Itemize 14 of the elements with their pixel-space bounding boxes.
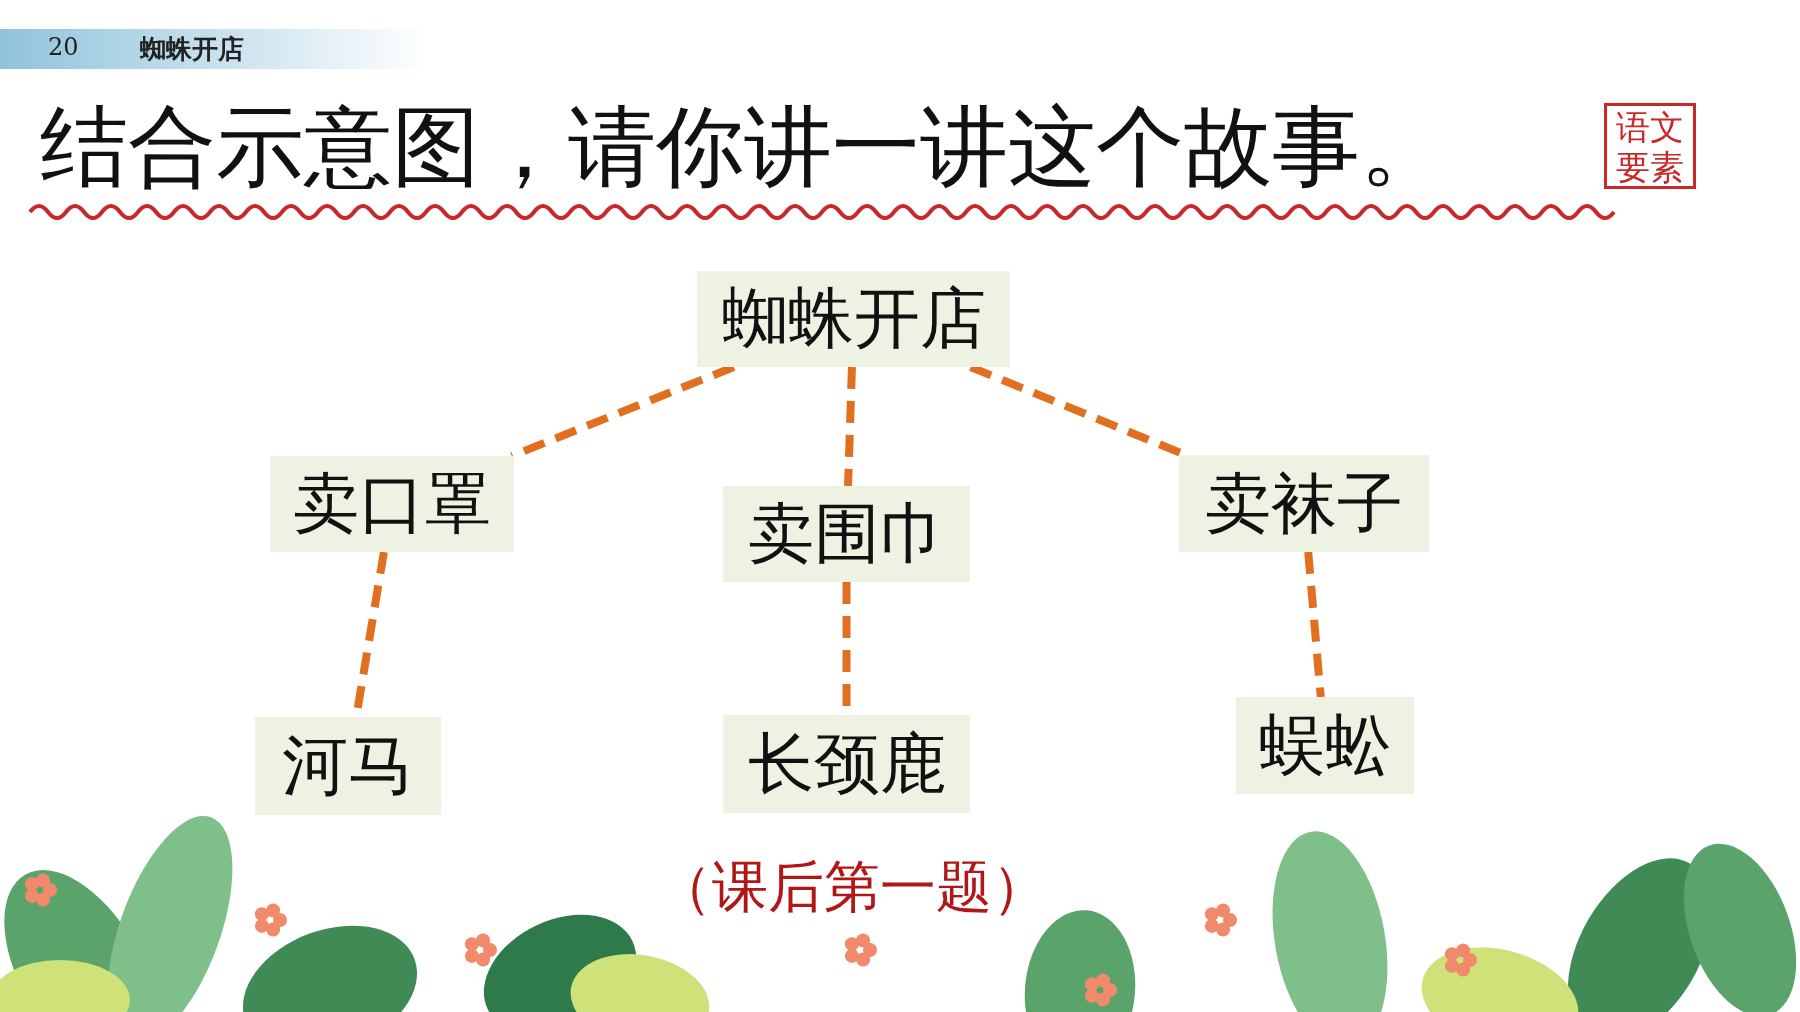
heading: 结合示意图，请你讲一讲这个故事。: [40, 94, 1448, 200]
caption: （课后第一题）: [655, 853, 1049, 921]
text-box: 河马: [255, 717, 441, 815]
dashed-connector: [1304, 551, 1325, 698]
text-box: 蜘蛛开店: [697, 271, 1010, 367]
seal-stamp: 语文要素: [1604, 103, 1696, 189]
text-box: 卖口罩: [270, 456, 514, 552]
text-box: 长颈鹿: [723, 715, 970, 813]
text-box: 卖围巾: [723, 486, 970, 582]
dashed-connector: [844, 366, 856, 487]
page-number: 20: [48, 33, 79, 61]
text-box: 蜈蚣: [1236, 697, 1414, 794]
lesson-title: 蜘蛛开店: [140, 33, 244, 66]
text-box: 卖袜子: [1179, 455, 1429, 552]
